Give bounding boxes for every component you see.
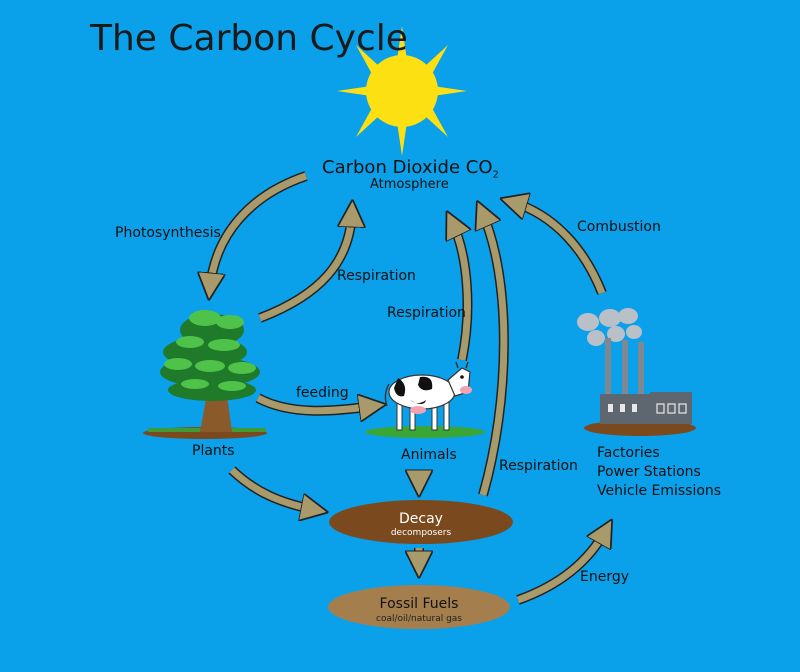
page-title: The Carbon Cycle	[90, 18, 408, 59]
decay-ellipse	[329, 500, 513, 544]
atmosphere-sublabel: Atmosphere	[370, 177, 449, 192]
energy-arrow	[516, 530, 606, 605]
co2-subscript: 2	[492, 169, 499, 181]
cow-icon	[365, 361, 485, 438]
respiration-decay-label: Respiration	[499, 458, 578, 474]
energy-label: Energy	[580, 569, 630, 585]
feeding-arrow	[255, 398, 374, 411]
plants-label: Plants	[192, 443, 235, 459]
factories-label: Factories	[597, 445, 660, 461]
power-stations-label: Power Stations	[597, 464, 701, 480]
photosynthesis-arrow	[210, 171, 308, 288]
feeding-label: feeding	[296, 385, 349, 401]
combustion-arrow	[512, 202, 607, 295]
decay-label: Decay	[399, 511, 443, 527]
fossil-fuels-ellipse	[328, 585, 510, 629]
respiration-plants-arrow	[258, 212, 352, 323]
animals-label: Animals	[401, 447, 457, 463]
respiration-plants-label: Respiration	[337, 268, 416, 284]
photosynthesis-label: Photosynthesis	[115, 225, 221, 241]
decay-sublabel: decomposers	[390, 528, 452, 538]
respiration-decay-arrow	[482, 212, 509, 497]
combustion-label: Combustion	[577, 219, 661, 235]
sun-icon	[337, 26, 467, 156]
factories-label-group: Factories Power Stations Vehicle Emissio…	[597, 444, 721, 501]
respiration-animals-arrow	[452, 222, 473, 361]
tree-icon	[143, 310, 267, 439]
fossil-fuels-sublabel: coal/oil/natural gas	[376, 614, 462, 624]
factory-icon	[577, 308, 696, 436]
vehicle-emissions-label: Vehicle Emissions	[597, 483, 722, 499]
fossil-fuels-label: Fossil Fuels	[379, 596, 459, 612]
respiration-animals-label: Respiration	[387, 305, 466, 321]
atmosphere-label: Carbon Dioxide CO2	[322, 157, 499, 181]
plants-to-decay-arrow	[228, 466, 316, 510]
